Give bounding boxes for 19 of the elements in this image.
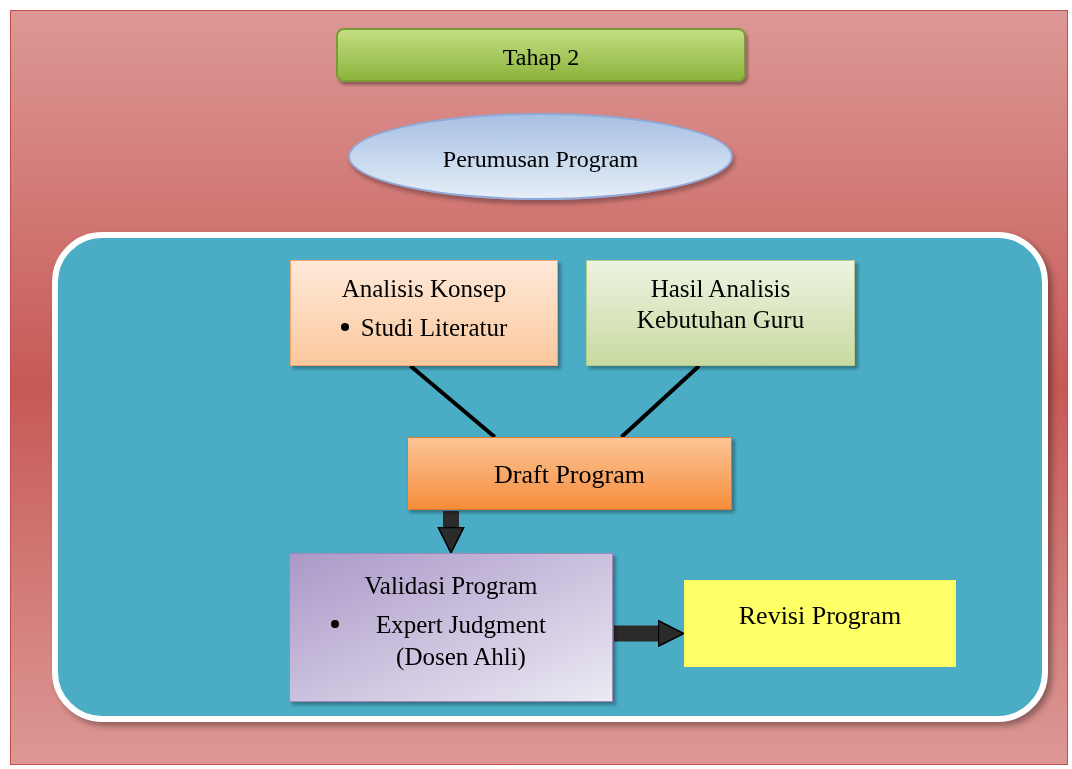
node-label: Analisis Konsep [340, 274, 508, 304]
node-label: Hasil Analisis Kebutuhan Guru [635, 274, 806, 336]
node-label: Draft Program [493, 459, 646, 492]
connector-line [409, 364, 497, 439]
process-box [289, 553, 613, 702]
stage-banner [336, 28, 746, 82]
node-label: Revisi Program [737, 600, 903, 632]
bullet-text: Studi Literatur [360, 313, 508, 344]
process-box [407, 437, 732, 510]
connector-line [620, 364, 701, 439]
block-arrow [437, 511, 465, 554]
node-label: Validasi Program [363, 571, 539, 601]
node-label: Tahap 2 [501, 43, 581, 72]
block-arrow [614, 619, 685, 648]
bullet-text: Expert Judgment (Dosen Ahli) [374, 610, 548, 672]
process-box [684, 580, 956, 667]
node-label: Perumusan Program [441, 144, 640, 174]
process-box [290, 260, 558, 366]
process-box [586, 260, 855, 366]
